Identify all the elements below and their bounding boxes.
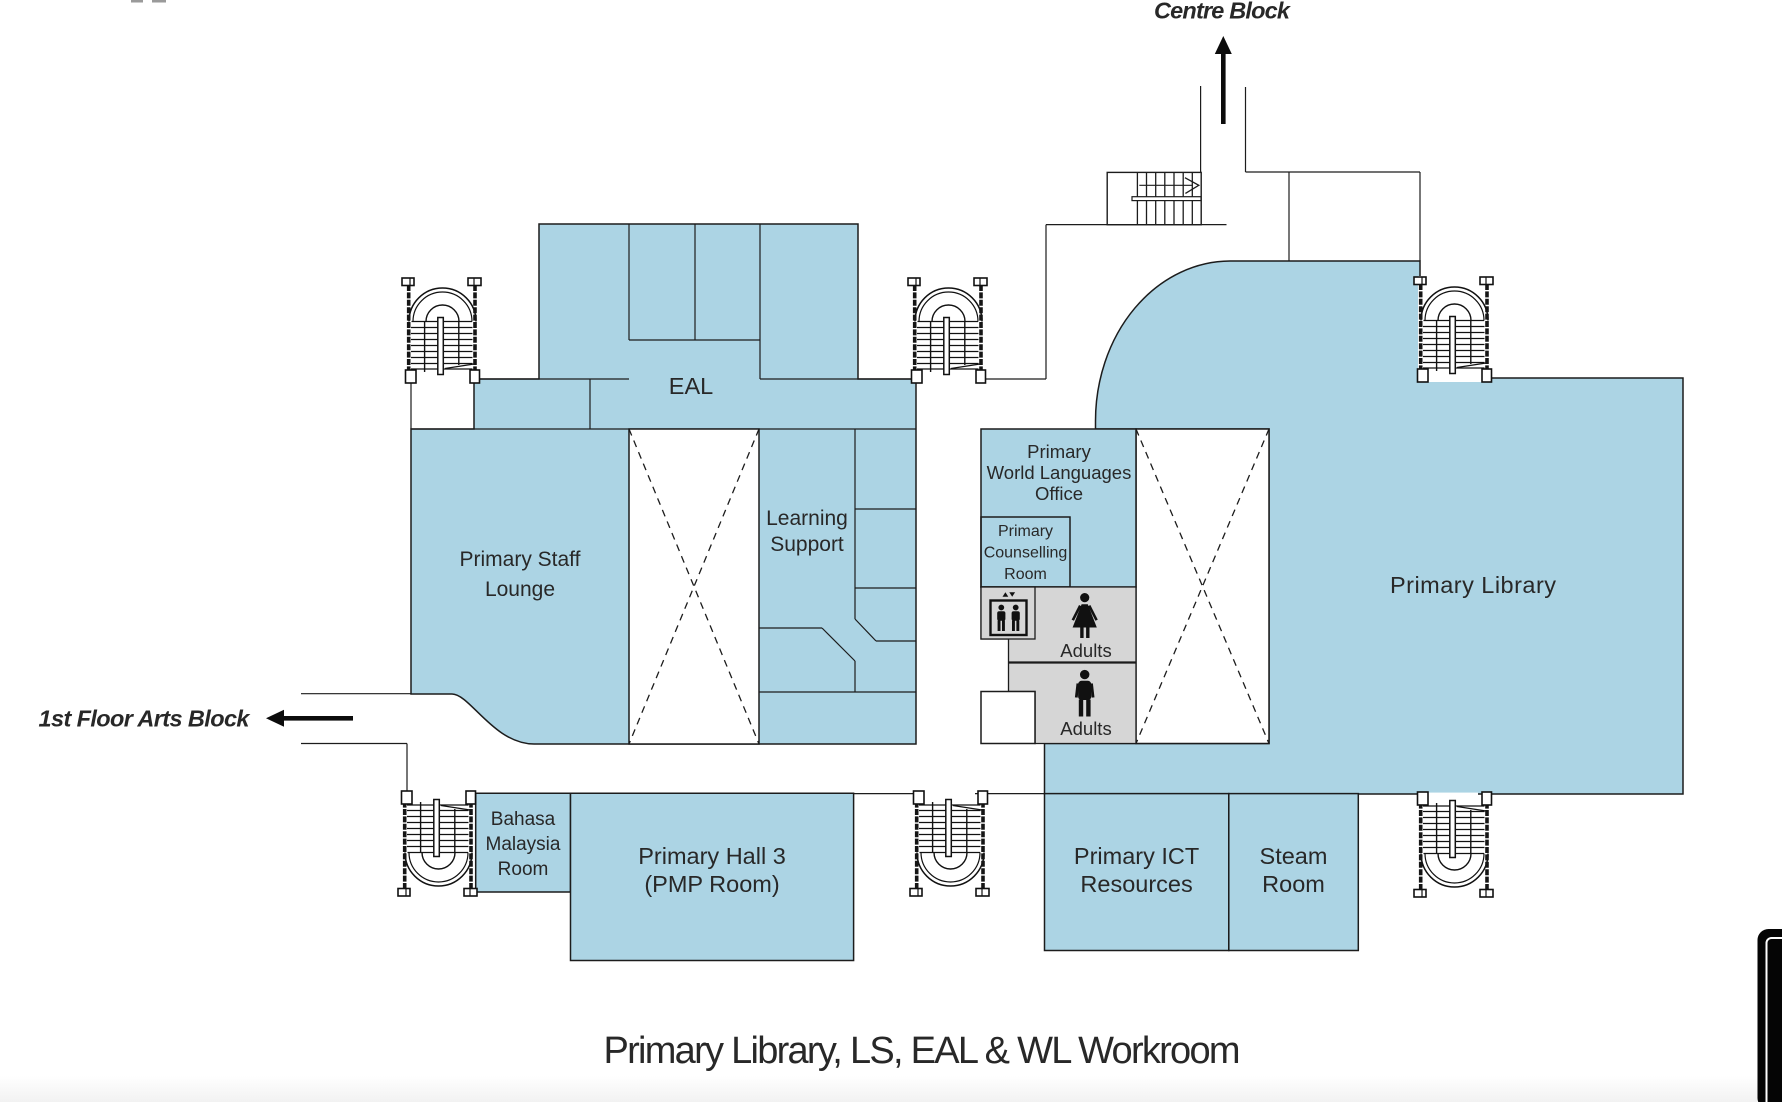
- svg-text:Primary Library: Primary Library: [1390, 572, 1556, 598]
- svg-text:Centre Block: Centre Block: [1154, 0, 1292, 24]
- svg-text:(PMP Room): (PMP Room): [644, 871, 779, 897]
- svg-text:Lounge: Lounge: [485, 578, 555, 601]
- svg-text:Room: Room: [1262, 871, 1325, 897]
- svg-text:Steam: Steam: [1260, 843, 1328, 869]
- svg-text:Primary: Primary: [1027, 441, 1091, 462]
- svg-text:Support: Support: [770, 533, 844, 556]
- svg-text:Room: Room: [1004, 566, 1047, 583]
- svg-text:Primary Library, LS, EAL & WL: Primary Library, LS, EAL & WL Workroom: [604, 1030, 1241, 1072]
- svg-text:1st Floor Arts Block: 1st Floor Arts Block: [39, 706, 252, 732]
- svg-text:Primary Staff: Primary Staff: [460, 548, 581, 571]
- svg-text:Counselling: Counselling: [984, 545, 1068, 562]
- svg-text:Room: Room: [498, 859, 549, 880]
- svg-text:Adults: Adults: [1060, 640, 1111, 661]
- svg-text:Malaysia: Malaysia: [486, 834, 561, 855]
- svg-text:World Languages: World Languages: [987, 462, 1132, 483]
- svg-text:Adults: Adults: [1060, 718, 1111, 739]
- svg-text:Primary ICT: Primary ICT: [1074, 843, 1199, 869]
- svg-text:Office: Office: [1035, 483, 1083, 504]
- svg-text:Bahasa: Bahasa: [491, 809, 556, 830]
- svg-text:Learning: Learning: [766, 507, 848, 530]
- svg-text:Primary: Primary: [998, 523, 1053, 540]
- svg-text:EAL: EAL: [669, 373, 713, 399]
- svg-text:Primary Hall 3: Primary Hall 3: [638, 843, 786, 869]
- svg-text:Resources: Resources: [1080, 871, 1192, 897]
